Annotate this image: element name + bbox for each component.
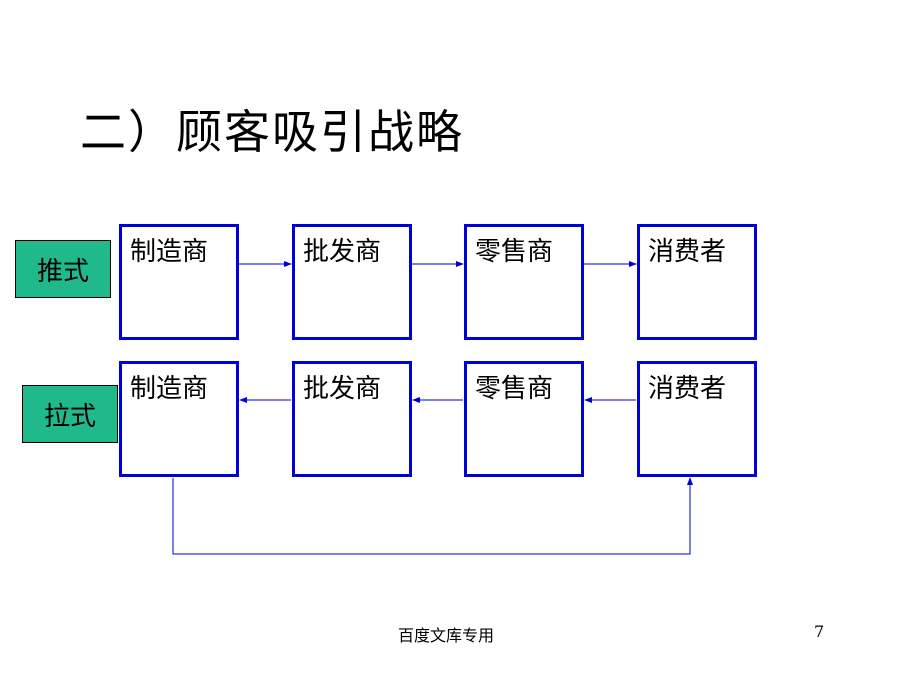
pull-box-manufacturer: 制造商: [119, 361, 239, 477]
pull-label: 拉式: [22, 385, 118, 443]
push-box-wholesaler: 批发商: [292, 224, 412, 340]
page-number: 7: [814, 622, 825, 641]
push-box-retailer: 零售商: [464, 224, 584, 340]
push-box-consumer: 消费者: [637, 224, 757, 340]
push-box-manufacturer: 制造商: [119, 224, 239, 340]
pull-box-wholesaler: 批发商: [292, 361, 412, 477]
slide-title: 二）顾客吸引战略: [80, 105, 464, 159]
push-label: 推式: [15, 240, 111, 298]
pull-loop-arrow: [172, 477, 693, 555]
pull-box-retailer: 零售商: [464, 361, 584, 477]
pull-box-consumer: 消费者: [637, 361, 757, 477]
footer-text: 百度文库专用: [398, 626, 495, 645]
